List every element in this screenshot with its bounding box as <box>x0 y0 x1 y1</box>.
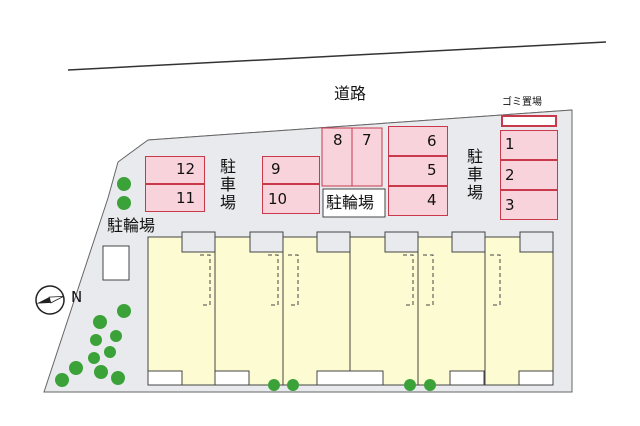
north-label: N <box>71 288 83 306</box>
parking-number-3: 3 <box>505 196 515 214</box>
dashed-corridors <box>200 254 501 306</box>
parking-slot-9 <box>262 156 320 184</box>
building-unit <box>147 236 216 386</box>
building-unit <box>349 236 419 386</box>
garbage-area-box <box>501 115 557 127</box>
parking-number-1: 1 <box>505 135 515 153</box>
parking-number-7: 7 <box>362 131 372 149</box>
bike-parking-label-box <box>322 188 386 218</box>
parking-number-2: 2 <box>505 166 515 184</box>
north-arrow <box>35 285 65 315</box>
parking-slot-6 <box>388 126 448 156</box>
apartment-buildings <box>147 236 554 386</box>
parking-number-10: 10 <box>268 190 288 208</box>
garbage-area-label: ゴミ置場 <box>502 97 542 108</box>
parking-slot-3 <box>500 190 558 220</box>
parking-number-4: 4 <box>427 191 437 209</box>
parking-number-8: 8 <box>333 131 343 149</box>
parking-label-east: 駐車場 <box>464 148 483 202</box>
parking-number-9: 9 <box>271 160 281 178</box>
bike-parking-label-west: 駐輪場 <box>107 216 156 235</box>
building-unit <box>282 236 351 386</box>
parking-slot-5 <box>388 156 448 186</box>
door-boxes <box>147 370 554 386</box>
entrance-notches <box>181 231 554 253</box>
building-unit <box>214 236 284 386</box>
building-unit <box>417 236 486 386</box>
parking-slot-2 <box>500 160 558 190</box>
parking-label-west: 駐車場 <box>217 158 236 212</box>
parking-number-5: 5 <box>427 161 437 179</box>
parking-slot-11 <box>145 184 205 212</box>
parking-number-12: 12 <box>176 160 196 178</box>
bike-parking-label-center: 駐輪場 <box>326 193 375 212</box>
parking-number-11: 11 <box>176 189 196 207</box>
building-unit <box>484 236 554 386</box>
parking-slot-4 <box>388 186 448 216</box>
road-label: 道路 <box>334 84 367 103</box>
road-edge-line <box>67 41 607 71</box>
bike-shelter-box <box>102 245 130 281</box>
parking-slot-12 <box>145 156 205 184</box>
trees <box>55 177 436 391</box>
parking-slot-10 <box>262 184 320 214</box>
parking-slot-1 <box>500 130 558 160</box>
parking-number-6: 6 <box>427 132 437 150</box>
